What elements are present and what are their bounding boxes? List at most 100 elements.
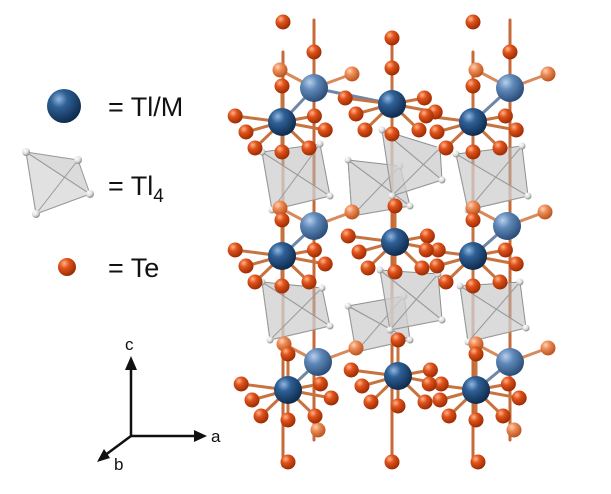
tetrahedron-icon (22, 148, 94, 218)
tl-m-atom (300, 212, 328, 240)
te-atom (384, 454, 400, 470)
te-atom (429, 258, 445, 274)
tl4-vertex-atom (406, 202, 414, 210)
te-atom (465, 14, 481, 30)
te-atom (414, 260, 430, 276)
te-atom (492, 274, 508, 290)
legend-label-tl4-subscript: 4 (153, 186, 164, 207)
tetrahedron-edge (467, 145, 523, 211)
tetrahedron-edge (467, 281, 521, 343)
tl4-tetrahedron (452, 142, 532, 214)
te-atom (421, 376, 437, 392)
te-atom (432, 392, 448, 408)
te-atom (343, 362, 359, 378)
axis-c-arrowhead (125, 356, 137, 370)
tl4-vertex-atom (378, 126, 386, 134)
tl-m-atom (462, 376, 490, 404)
tl4-vertex-atom (438, 316, 446, 324)
te-sphere-icon (58, 258, 76, 276)
tl4-vertex-atom (376, 266, 384, 274)
te-atom (306, 242, 322, 258)
te-atom (348, 106, 364, 122)
te-atom (417, 394, 433, 410)
te-atom (357, 122, 373, 138)
te-atom (495, 408, 511, 424)
te-atom (387, 198, 403, 214)
te-atom (323, 390, 339, 406)
tl4-vertex-atom (326, 192, 334, 200)
axis-a-label: a (211, 427, 221, 446)
te-atom (227, 108, 243, 124)
tl4-tetrahedron (378, 126, 446, 200)
tl-m-atom (381, 228, 409, 256)
te-atom (280, 454, 296, 470)
tetrahedron-edge (389, 273, 439, 331)
te-atom (306, 108, 322, 124)
tl4-vertex-atom (456, 282, 464, 290)
te-atom (465, 212, 481, 228)
te-atom (247, 274, 263, 290)
te-atom (340, 228, 356, 244)
legend: = Tl/M = Tl4 = Te (22, 89, 183, 283)
te-atom (430, 242, 446, 258)
tl4-tetrahedra (258, 126, 532, 356)
tl-m-atom (384, 362, 412, 390)
te-atom (422, 362, 438, 378)
te-atom (468, 62, 484, 78)
te-atom (272, 200, 288, 216)
tetrahedron-edge (455, 153, 529, 197)
te-atom (465, 78, 481, 94)
te-atom (418, 108, 434, 124)
tl-m-atom (268, 242, 296, 270)
te-atom (272, 62, 288, 78)
te-atom (438, 140, 454, 156)
te-atom (274, 212, 290, 228)
tl-m-atom (274, 376, 302, 404)
tl-m-atom (300, 74, 328, 102)
tl-m-atom (459, 242, 487, 270)
te-atom (537, 204, 553, 220)
te-atom (384, 126, 400, 142)
te-atom (508, 122, 524, 138)
te-atom (306, 44, 322, 60)
legend-item-tl-m: = Tl/M (47, 89, 183, 123)
te-atom (317, 256, 333, 272)
te-atom (238, 258, 254, 274)
te-atom (508, 256, 524, 272)
tl-m-sphere-icon (47, 89, 81, 123)
te-atom (465, 144, 481, 160)
te-atom (540, 66, 556, 82)
tl-m-atom (496, 74, 524, 102)
te-atom (500, 376, 516, 392)
axes-indicator: c a b (97, 335, 221, 474)
tl4-vertex-atom (344, 302, 352, 310)
te-atom (238, 124, 254, 140)
tetrahedron-edge (379, 269, 443, 321)
te-atom (301, 140, 317, 156)
legend-label-te: = Te (108, 253, 159, 283)
tl4-tetrahedron (456, 278, 530, 346)
te-atom (441, 408, 457, 424)
te-atom (274, 78, 290, 94)
te-atom (301, 274, 317, 290)
atoms (227, 14, 556, 470)
legend-item-tl4: = Tl4 (22, 148, 164, 218)
tl4-vertex-atom (518, 142, 526, 150)
tl4-vertex-atom (266, 336, 274, 344)
te-atom (390, 332, 406, 348)
tl4-vertex-atom (388, 192, 396, 200)
tetrahedron-edge (271, 143, 321, 211)
te-atom (384, 30, 400, 46)
te-atom (506, 422, 522, 438)
tl4-vertex-atom (326, 322, 334, 330)
tl-m-atom (496, 348, 524, 376)
te-atom (387, 264, 403, 280)
legend-label-tl-m: = Tl/M (108, 92, 183, 122)
tl-m-atom (378, 90, 406, 118)
tetrahedron-edge (269, 287, 323, 341)
te-atom (411, 122, 427, 138)
te-atom (384, 60, 400, 76)
tl4-vertex-atom (516, 278, 524, 286)
te-atom (502, 44, 518, 60)
te-atom (307, 408, 323, 424)
